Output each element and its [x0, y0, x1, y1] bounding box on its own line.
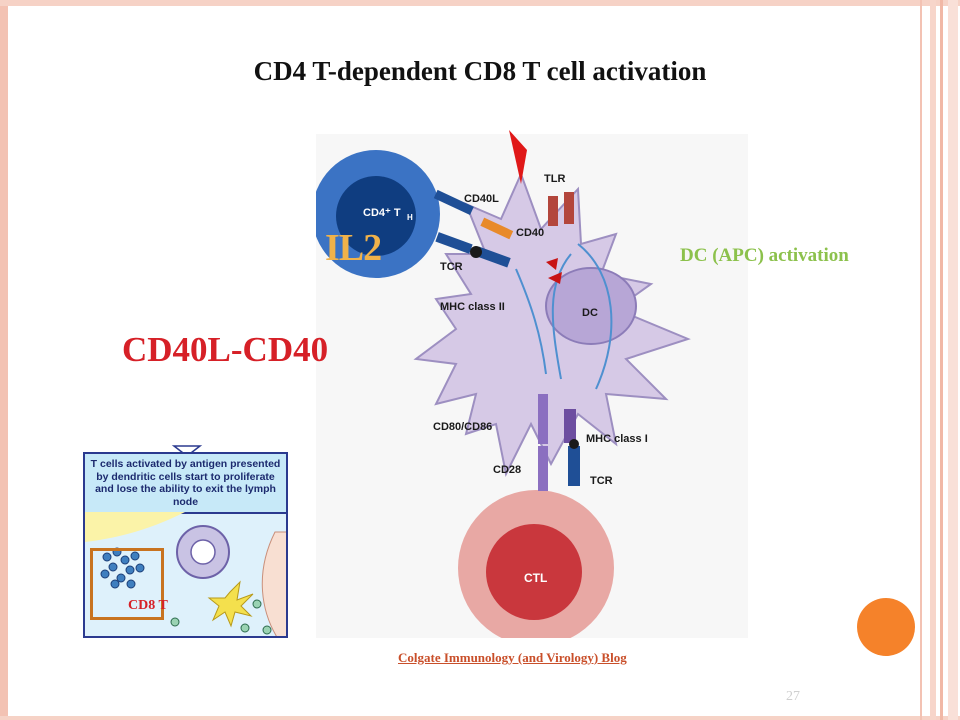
cd40l-cd40-label: CD40L-CD40	[122, 330, 329, 369]
inset-t-cell-cluster	[100, 547, 145, 589]
inset-text: T cells activated by antigen presented b…	[90, 458, 281, 508]
cd8t-label: CD8 T	[128, 598, 168, 613]
source-link[interactable]: Colgate Immunology (and Virology) Blog	[398, 650, 627, 665]
dc-activation-label: DC (APC) activation	[680, 245, 849, 266]
frame-top-border	[0, 0, 960, 6]
internal-arrow-1	[551, 253, 572, 380]
antigen-peptide-bottom	[569, 439, 579, 449]
label-cd40: CD40	[516, 227, 544, 239]
internal-arrow-2	[577, 243, 613, 390]
frame-right-stripe-4	[948, 0, 958, 720]
lymph-node-inset: T cells activated by antigen presented b…	[83, 452, 288, 638]
label-cd40l: CD40L	[464, 193, 499, 205]
cd28-receptor	[538, 446, 548, 491]
tlr-receptor-2	[564, 192, 574, 224]
cd80-86-receptor	[538, 394, 548, 444]
label-tcr-top: TCR	[440, 261, 463, 273]
label-cd28: CD28	[493, 464, 521, 476]
frame-right-stripe-1	[920, 0, 922, 720]
label-dc: DC	[582, 307, 598, 319]
inset-yellow-region	[85, 512, 185, 542]
internal-arrow-3	[515, 268, 547, 375]
il2-label: IL2	[325, 227, 382, 269]
inset-illustration	[85, 512, 286, 636]
label-cd4-cell: CD4⁺ T	[363, 207, 401, 219]
frame-right-stripe-2	[930, 0, 936, 720]
mhc1-receptor	[564, 409, 576, 443]
inset-pink-region	[261, 531, 286, 636]
frame-bottom-border	[0, 716, 960, 720]
figure-svg: CD4⁺ T H CD40L TLR CD40 TCR MHC class II…	[312, 150, 691, 646]
label-tcr-bottom: TCR	[590, 475, 613, 487]
label-cd80-86: CD80/CD86	[433, 421, 492, 433]
label-cd4-sub: H	[407, 213, 413, 222]
mhc2-receptor	[475, 246, 511, 268]
antigen-peptide-top	[470, 246, 482, 258]
label-mhc2: MHC class II	[440, 301, 505, 313]
label-ctl: CTL	[524, 571, 547, 585]
dc-nucleus	[545, 267, 637, 345]
label-mhc1: MHC class I	[586, 433, 648, 445]
page-number: 27	[786, 689, 800, 704]
decorative-orange-circle	[857, 598, 915, 656]
cd8-highlight-box	[90, 548, 164, 620]
cd40l-receptor	[433, 189, 474, 215]
inset-dc-cell	[207, 580, 254, 628]
slide-title: CD4 T-dependent CD8 T cell activation	[253, 56, 707, 86]
tcr-top-receptor	[435, 232, 473, 254]
tcr-bottom-receptor	[568, 446, 580, 486]
tlr-receptor	[548, 196, 558, 226]
ctl-nucleus	[486, 524, 582, 620]
frame-right-stripe-3	[940, 0, 943, 720]
label-tlr: TLR	[544, 173, 565, 185]
immune-synapse-figure: CD4⁺ T H CD40L TLR CD40 TCR MHC class II…	[312, 134, 748, 646]
inset-vessel-lumen	[190, 539, 216, 565]
inset-green-cells	[170, 599, 272, 635]
cd40-receptor	[480, 217, 514, 240]
inset-header: T cells activated by antigen presented b…	[85, 454, 286, 514]
cd4-t-cell-nucleus	[336, 176, 416, 256]
frame-left-border	[0, 0, 8, 720]
